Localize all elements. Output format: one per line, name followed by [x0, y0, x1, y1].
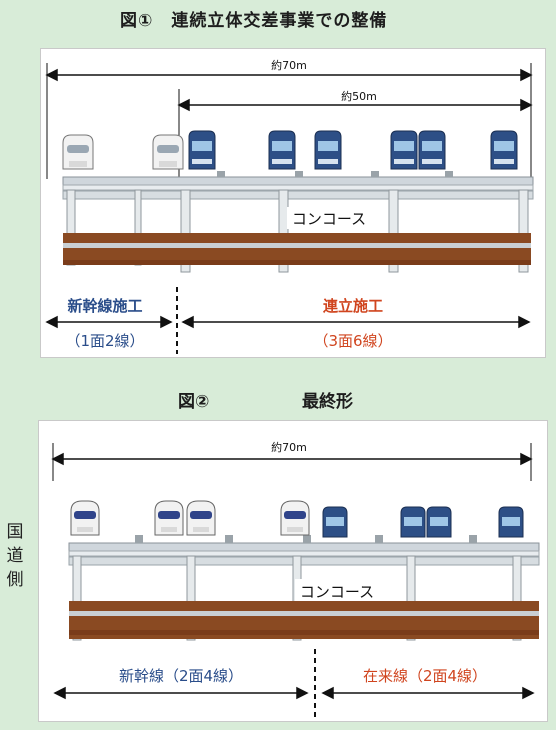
dimension-left	[45, 315, 173, 329]
side-label: 国 道 側	[4, 520, 26, 592]
figure1-title: 図① 連続立体交差事業での整備	[120, 11, 388, 31]
final-left-label: 新幹線（2面4線）	[119, 667, 243, 685]
span-total-label: 約70m	[271, 58, 307, 72]
conventional-train-1	[322, 506, 348, 538]
viaduct-structure-final	[68, 535, 540, 641]
figure2-title-name: 最終形	[302, 392, 353, 412]
left-sub: （1面2線）	[65, 332, 144, 350]
dimension-70m-final	[51, 443, 533, 481]
dimension-right	[181, 315, 531, 329]
left-label-backdrop	[99, 667, 269, 685]
train-white-2	[152, 134, 184, 170]
side-char-1: 国	[6, 522, 24, 542]
final-span-label: 約70m	[271, 440, 307, 454]
side-char-2: 道	[6, 546, 24, 566]
figure1-panel: 約70m 約50m	[40, 48, 546, 358]
conventional-train-3	[426, 506, 452, 538]
train-blue-3	[314, 130, 342, 170]
train-white-1	[62, 134, 94, 170]
concourse-backdrop	[287, 207, 371, 229]
train-blue-4	[390, 130, 418, 170]
concourse-label: コンコース	[292, 210, 366, 228]
train-blue-1	[188, 130, 216, 170]
side-char-3: 側	[6, 570, 24, 590]
final-dimension-left	[53, 686, 309, 700]
right-label-backdrop	[335, 667, 515, 685]
train-blue-6	[490, 130, 518, 170]
shinkansen-train-1	[70, 500, 100, 536]
shinkansen-train-4	[280, 500, 310, 536]
left-label: 新幹線施工	[67, 297, 142, 315]
train-blue-2	[268, 130, 296, 170]
right-label: 連立施工	[323, 297, 383, 315]
final-right-label: 在来線（2面4線）	[363, 667, 487, 685]
figure2-diagram: 約70m	[51, 440, 540, 721]
right-sub: （3面6線）	[313, 332, 392, 350]
figure2-panel: 約70m	[38, 420, 548, 722]
dimension-70m	[45, 63, 533, 179]
final-dimension-right	[321, 686, 535, 700]
shinkansen-train-2	[154, 500, 184, 536]
final-concourse-label: コンコース	[300, 583, 374, 601]
shinkansen-train-3	[186, 500, 216, 536]
figure2-title-number: 図②	[178, 392, 210, 412]
figure1-diagram: 約70m 約50m	[45, 58, 534, 354]
viaduct-structure	[62, 171, 534, 273]
span-partial-label: 約50m	[341, 89, 377, 103]
train-blue-5	[418, 130, 446, 170]
conventional-train-4	[498, 506, 524, 538]
concourse-backdrop-final	[295, 579, 379, 601]
conventional-train-2	[400, 506, 426, 538]
